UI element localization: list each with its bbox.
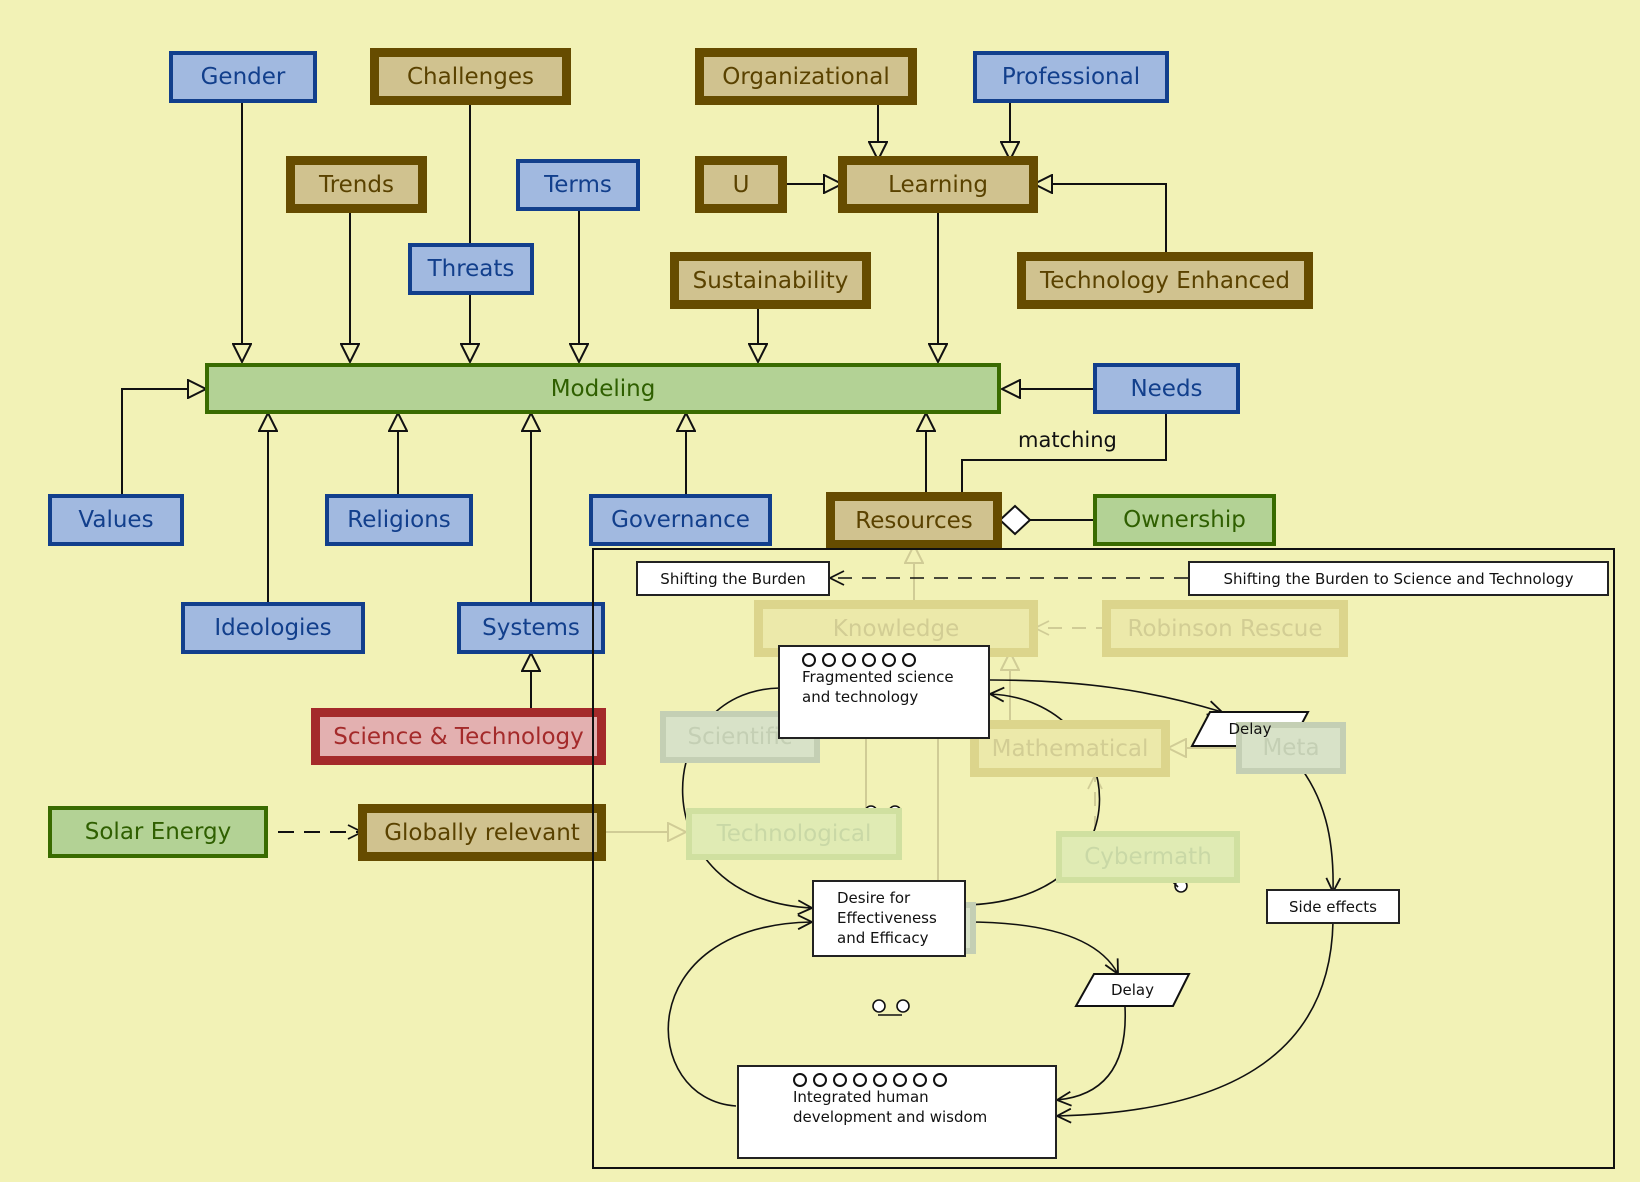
node-globally-relevant[interactable]: Globally relevant <box>358 804 606 861</box>
delay-bottom-shape <box>1074 973 1191 1007</box>
faded-node-robinson-rescue[interactable]: Robinson Rescue <box>1102 600 1348 657</box>
faded-node-meta[interactable]: Meta <box>1236 722 1346 774</box>
stock-integrated-human-development[interactable]: Integrated human development and wisdom <box>737 1065 1057 1159</box>
node-science-technology[interactable]: Science & Technology <box>311 708 606 765</box>
stock-circles <box>793 1073 1055 1087</box>
loop-desire-to-delay <box>965 921 1118 974</box>
node-solar-energy[interactable]: Solar Energy <box>48 806 268 858</box>
node-terms[interactable]: Terms <box>516 159 640 211</box>
loop-integrated-to-desire <box>667 922 812 1107</box>
node-religions[interactable]: Religions <box>325 494 473 546</box>
node-organizational[interactable]: Organizational <box>695 48 917 105</box>
integrated-line1: Integrated human <box>793 1088 929 1106</box>
node-modeling[interactable]: Modeling <box>205 363 1001 414</box>
loop-fragmented-to-delay <box>989 679 1222 712</box>
coupling-circle <box>872 999 886 1013</box>
edge-needs-resources-matching <box>961 413 1167 500</box>
edge-techenhanced-learning <box>1034 184 1167 256</box>
desire-line2: Effectiveness <box>837 909 937 927</box>
note-shifting-burden-science-technology[interactable]: Shifting the Burden to Science and Techn… <box>1188 561 1609 596</box>
stock-fragmented-line2: and technology <box>802 688 919 706</box>
node-technology-enhanced[interactable]: Technology Enhanced <box>1017 252 1313 309</box>
node-resources[interactable]: Resources <box>826 492 1002 549</box>
variable-side-effects[interactable]: Side effects <box>1266 889 1400 924</box>
coupling-circle <box>896 999 910 1013</box>
node-needs[interactable]: Needs <box>1093 363 1240 414</box>
node-sustainability[interactable]: Sustainability <box>670 252 871 309</box>
node-threats[interactable]: Threats <box>408 243 534 295</box>
node-challenges[interactable]: Challenges <box>370 48 571 105</box>
node-governance[interactable]: Governance <box>589 494 772 546</box>
stock-fragmented-science[interactable]: Fragmented science and technology <box>778 645 990 739</box>
archetype-frame <box>592 548 1615 1169</box>
node-learning[interactable]: Learning <box>838 156 1038 213</box>
loop-desire-to-fragmented <box>965 694 1101 906</box>
stock-circles <box>802 653 988 667</box>
loop-delay-to-integrated <box>1057 1006 1126 1100</box>
delay-top-label[interactable]: Delay <box>1228 720 1272 738</box>
aggregation-diamond <box>998 504 1032 536</box>
node-ideologies[interactable]: Ideologies <box>181 602 365 654</box>
edge-values-modeling <box>121 389 206 496</box>
faded-node-technological[interactable]: Technological <box>686 808 902 860</box>
note-shifting-the-burden[interactable]: Shifting the Burden <box>636 561 830 596</box>
node-ownership[interactable]: Ownership <box>1093 494 1276 546</box>
desire-line3: and Efficacy <box>837 929 929 947</box>
node-values[interactable]: Values <box>48 494 184 546</box>
node-systems[interactable]: Systems <box>457 602 605 654</box>
delay-bottom-label[interactable]: Delay <box>1110 981 1154 999</box>
loop-fragmented-to-desire <box>681 687 812 908</box>
integrated-line2: development and wisdom <box>793 1108 988 1126</box>
variable-desire-effectiveness[interactable]: Desire for Effectiveness and Efficacy <box>812 880 966 957</box>
loop-sideeffects-to-integrated <box>1057 921 1334 1116</box>
node-u[interactable]: U <box>695 156 787 213</box>
faded-node-cybermath[interactable]: Cybermath <box>1056 831 1240 883</box>
node-gender[interactable]: Gender <box>169 51 317 103</box>
faded-node-mathematical[interactable]: Mathematical <box>970 720 1170 777</box>
edge-label-matching: matching <box>1018 428 1117 452</box>
stock-fragmented-line1: Fragmented science <box>802 668 954 686</box>
node-professional[interactable]: Professional <box>973 51 1169 103</box>
node-trends[interactable]: Trends <box>286 156 427 213</box>
desire-line1: Desire for <box>837 889 911 907</box>
